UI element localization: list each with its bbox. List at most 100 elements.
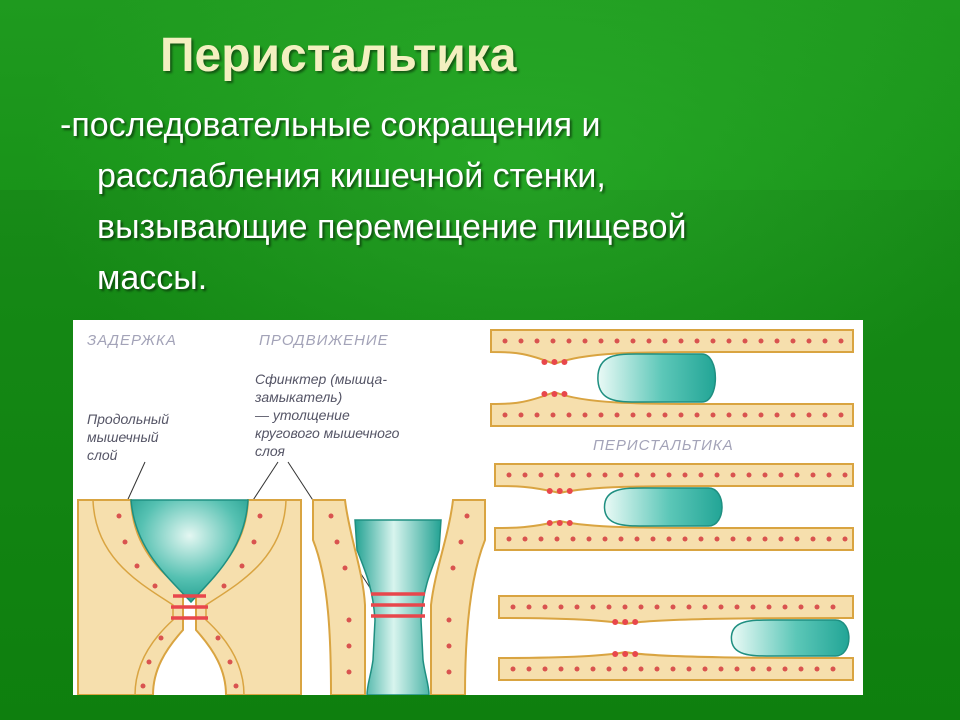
row-3-dot [590,666,596,672]
row-3-dot [510,604,516,610]
row-2-dot [602,536,608,542]
row-1-dot [742,412,748,418]
funnel-inner-line-left [92,499,174,695]
row-3-dot [782,604,788,610]
row-2-dot [506,472,512,478]
header-peristalsis: ПЕРИСТАЛЬТИКА [593,437,734,454]
row-3-dot [606,604,612,610]
row-2-dot [778,536,784,542]
tube-sphincter [371,592,425,618]
row-2-sphincter-dot [546,488,553,494]
peristalsis-row-2 [494,463,854,551]
row-1-sphincter-dot [551,391,558,397]
row-3-dot [526,604,532,610]
row-2-dot [570,536,576,542]
row-2-dot [698,472,704,478]
row-1-dot [518,338,524,344]
funnel-bolus [130,499,249,604]
row-3-dot [686,666,692,672]
row-3-dot [798,666,804,672]
row-3-dot [558,604,564,610]
row-2-dot [746,472,752,478]
row-1-dot [678,338,684,344]
label-longitudinal-line-3: слой [87,447,118,463]
row-2-dot [506,536,512,542]
row-3-dot [702,604,708,610]
definition-line-2: расслабления кишечной стенки, [97,157,606,195]
row-1-dot [534,338,540,344]
row-3-dot [734,604,740,610]
label-sphincter-line-4: кругового мышечного [255,425,400,441]
row-1-dot [726,412,732,418]
row-3-sphincter-dot [622,619,629,625]
row-2-dot [730,472,736,478]
row-1-dot [758,412,764,418]
row-2-dot [586,472,592,478]
row-3-upper-wall [498,595,854,626]
row-3-dot [558,666,564,672]
peristalsis-row-3 [498,595,854,681]
row-1-dot [566,412,572,418]
row-1-dot [614,338,620,344]
definition-line-1: -последовательные сокращения и [60,106,601,144]
row-2-dot [794,472,800,478]
row-1-dot [598,412,604,418]
row-2-dot [826,472,832,478]
row-1-dot [710,338,716,344]
row-2-dot [682,472,688,478]
row-1-dot [582,412,588,418]
row-2-dot [762,472,768,478]
row-3-dot [542,666,548,672]
row-3-dot [830,666,836,672]
row-2-dot [538,536,544,542]
row-1-dot [662,412,668,418]
row-3-dot [702,666,708,672]
row-1-sphincter-dot [561,359,568,365]
label-sphincter-line-5: слоя [255,443,285,459]
tube-wall-right [430,499,486,695]
peristalsis-rows [490,329,854,681]
row-2-dot [650,536,656,542]
row-3-dot [542,604,548,610]
row-3-dot [638,666,644,672]
row-1-dot [566,338,572,344]
label-longitudinal-line-1: Продольный [87,411,169,427]
row-2-dot [666,536,672,542]
row-2-sphincter-dot [546,520,553,526]
row-1-dot [630,338,636,344]
row-1-lower-wall [490,390,854,427]
row-2-dot [698,536,704,542]
row-3-dot [686,604,692,610]
row-3-dot [718,604,724,610]
row-3-dot [622,666,628,672]
row-2-dot [554,536,560,542]
tube-dots [328,513,470,675]
tube-bolus [354,519,442,695]
row-3-dot [510,666,516,672]
row-3-dot [638,604,644,610]
row-1-dot [758,338,764,344]
row-2-sphincter-dot [556,488,563,494]
row-1-dot [646,338,652,344]
diagram-svg: ЗАДЕРЖКА ПРОДВИЖЕНИЕ ПЕРИСТАЛЬТИКА Продо… [77,329,854,695]
row-2-dot [714,536,720,542]
row-1-dot [838,412,844,418]
row-2-sphincter-dot [566,520,573,526]
row-3-sphincter-dot [612,651,619,657]
row-2-dot [634,472,640,478]
row-3-dot [718,666,724,672]
row-2-dot [762,536,768,542]
row-1-dot [774,338,780,344]
row-2-dot [810,472,816,478]
row-2-dot [714,472,720,478]
definition-text: -последовательные сокращения и расслабле… [60,100,860,304]
row-2-sphincter-dot [556,520,563,526]
row-2-dot [522,472,528,478]
row-1-bolus [597,353,717,403]
row-3-dot [574,604,580,610]
row-1-dot [790,412,796,418]
row-3-dot [654,666,660,672]
row-1-dot [710,412,716,418]
peristalsis-diagram: ЗАДЕРЖКА ПРОДВИЖЕНИЕ ПЕРИСТАЛЬТИКА Продо… [73,320,863,695]
row-2-dot [634,536,640,542]
